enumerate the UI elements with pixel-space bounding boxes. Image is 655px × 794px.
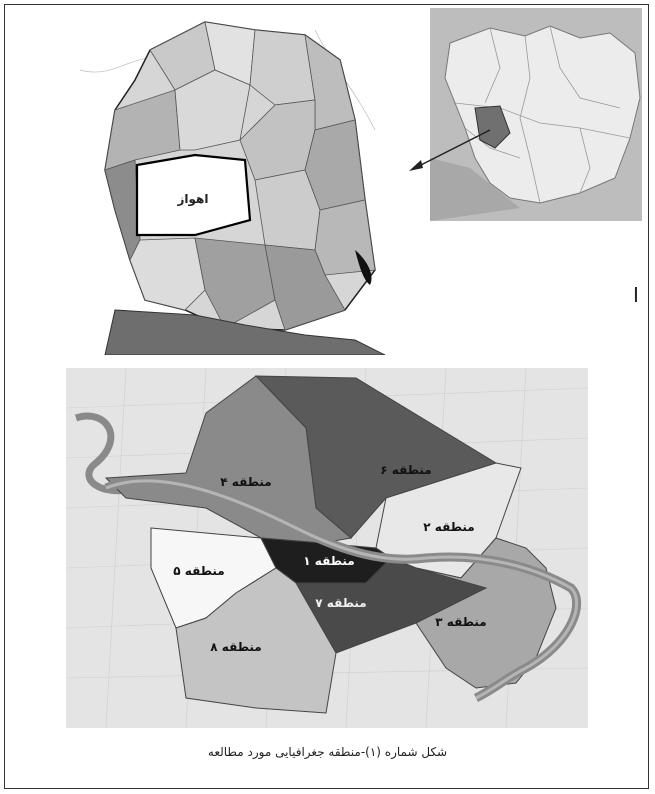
karun-river-highlight: [105, 479, 579, 700]
zone-polygons: [104, 375, 557, 714]
zone-8-area: [175, 567, 337, 714]
iran-overview-map: [430, 8, 642, 221]
zone-8-label: منطقه ۸: [210, 640, 261, 654]
khuzestan-province-map: اهواز: [75, 10, 393, 355]
county-south-2: [194, 237, 276, 329]
zone-5-label: منطقه ۵: [173, 564, 224, 578]
arrow-head-icon: [409, 160, 423, 171]
county-shapes: [104, 21, 376, 331]
county-west-1: [104, 89, 181, 171]
zone-6-label: منطقه ۶: [380, 463, 431, 477]
zone-3-label: منطقه ۳: [435, 615, 486, 629]
pointer-arrow: [409, 129, 491, 171]
zone-7-label: منطقه ۷: [315, 596, 366, 610]
figure-caption: شکل شماره (۱)-منطقه جغرافیایی مورد مطالع…: [207, 745, 448, 759]
side-mark: I: [633, 283, 639, 307]
gulf-water: [430, 158, 520, 221]
ahvaz-city-zones-map: منطقه ۶ منطقه ۴ منطقه ۲ منطقه ۵ منطقه ۱ …: [66, 368, 588, 728]
dam-lake: [355, 250, 372, 285]
persian-gulf-water: [104, 309, 386, 355]
ahvaz-county-highlight: [135, 153, 252, 237]
county-south-3: [264, 244, 346, 331]
ahvaz-label: اهواز: [177, 192, 209, 207]
arrow-line: [414, 129, 491, 169]
zone-4-label: منطقه ۴: [220, 475, 271, 489]
iran-province-borders: [454, 25, 631, 204]
zone-1-label: منطقه ۱: [303, 554, 354, 568]
zone-2-label: منطقه ۲: [423, 520, 474, 534]
